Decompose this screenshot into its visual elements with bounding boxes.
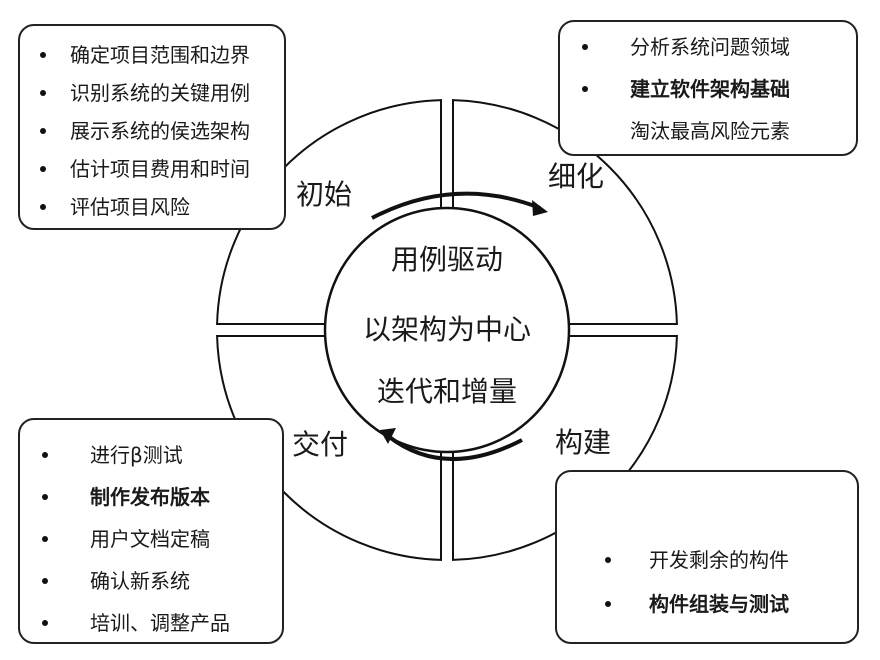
center-circle [323,206,571,454]
bullet-icon [582,86,588,92]
bullet-icon [40,166,46,172]
list-item: 展示系统的侯选架构 [70,119,250,143]
center-line-use-case-driven: 用例驱动 [390,243,503,276]
center-line-architecture-centric: 以架构为中心 [362,313,531,346]
phase-label-construction: 构建 [555,426,612,459]
bullet-icon [605,557,611,563]
list-item: 开发剩余的构件 [649,548,789,572]
arrowhead-icon [532,200,548,216]
arrowhead-icon [380,428,396,444]
bullet-icon [40,90,46,96]
phase-label-transition: 交付 [292,428,349,461]
cycle-arrow-top [371,191,541,220]
list-item: 培训、调整产品 [90,611,230,635]
list-item: 构件组装与测试 [649,592,789,616]
list-item: 进行β测试 [90,443,183,467]
bullet-icon [40,52,46,58]
bullet-icon [605,601,611,607]
list-item: 确定项目范围和边界 [70,43,250,67]
center-line-iterative: 迭代和增量 [376,375,517,408]
phase-label-inception: 初始 [296,178,353,211]
list-item: 确认新系统 [90,569,190,593]
bullet-icon [40,128,46,134]
list-item: 评估项目风险 [70,195,190,219]
list-item: 用户文档定稿 [90,527,210,551]
construction-box: 开发剩余的构件 构件组装与测试 [555,470,859,644]
phase-label-elaboration: 细化 [548,160,605,193]
bullet-icon [42,494,48,500]
bullet-icon [42,578,48,584]
transition-box: 进行β测试 制作发布版本 用户文档定稿 确认新系统 培训、调整产品 [18,418,284,644]
bullet-icon [42,536,48,542]
bullet-icon [42,620,48,626]
elaboration-box: 分析系统问题领域 建立软件架构基础 淘汰最高风险元素 [558,20,858,156]
bullet-icon [582,44,588,50]
list-item: 估计项目费用和时间 [70,157,250,181]
list-item: 识别系统的关键用例 [70,81,250,105]
list-item: 制作发布版本 [90,485,210,509]
list-item: 淘汰最高风险元素 [630,119,790,143]
bullet-icon [40,204,46,210]
list-item: 分析系统问题领域 [630,35,790,59]
list-item: 建立软件架构基础 [630,77,790,101]
cycle-arrow-bottom [386,434,523,462]
bullet-icon [42,452,48,458]
inception-box: 确定项目范围和边界 识别系统的关键用例 展示系统的侯选架构 估计项目费用和时间 … [18,24,286,230]
